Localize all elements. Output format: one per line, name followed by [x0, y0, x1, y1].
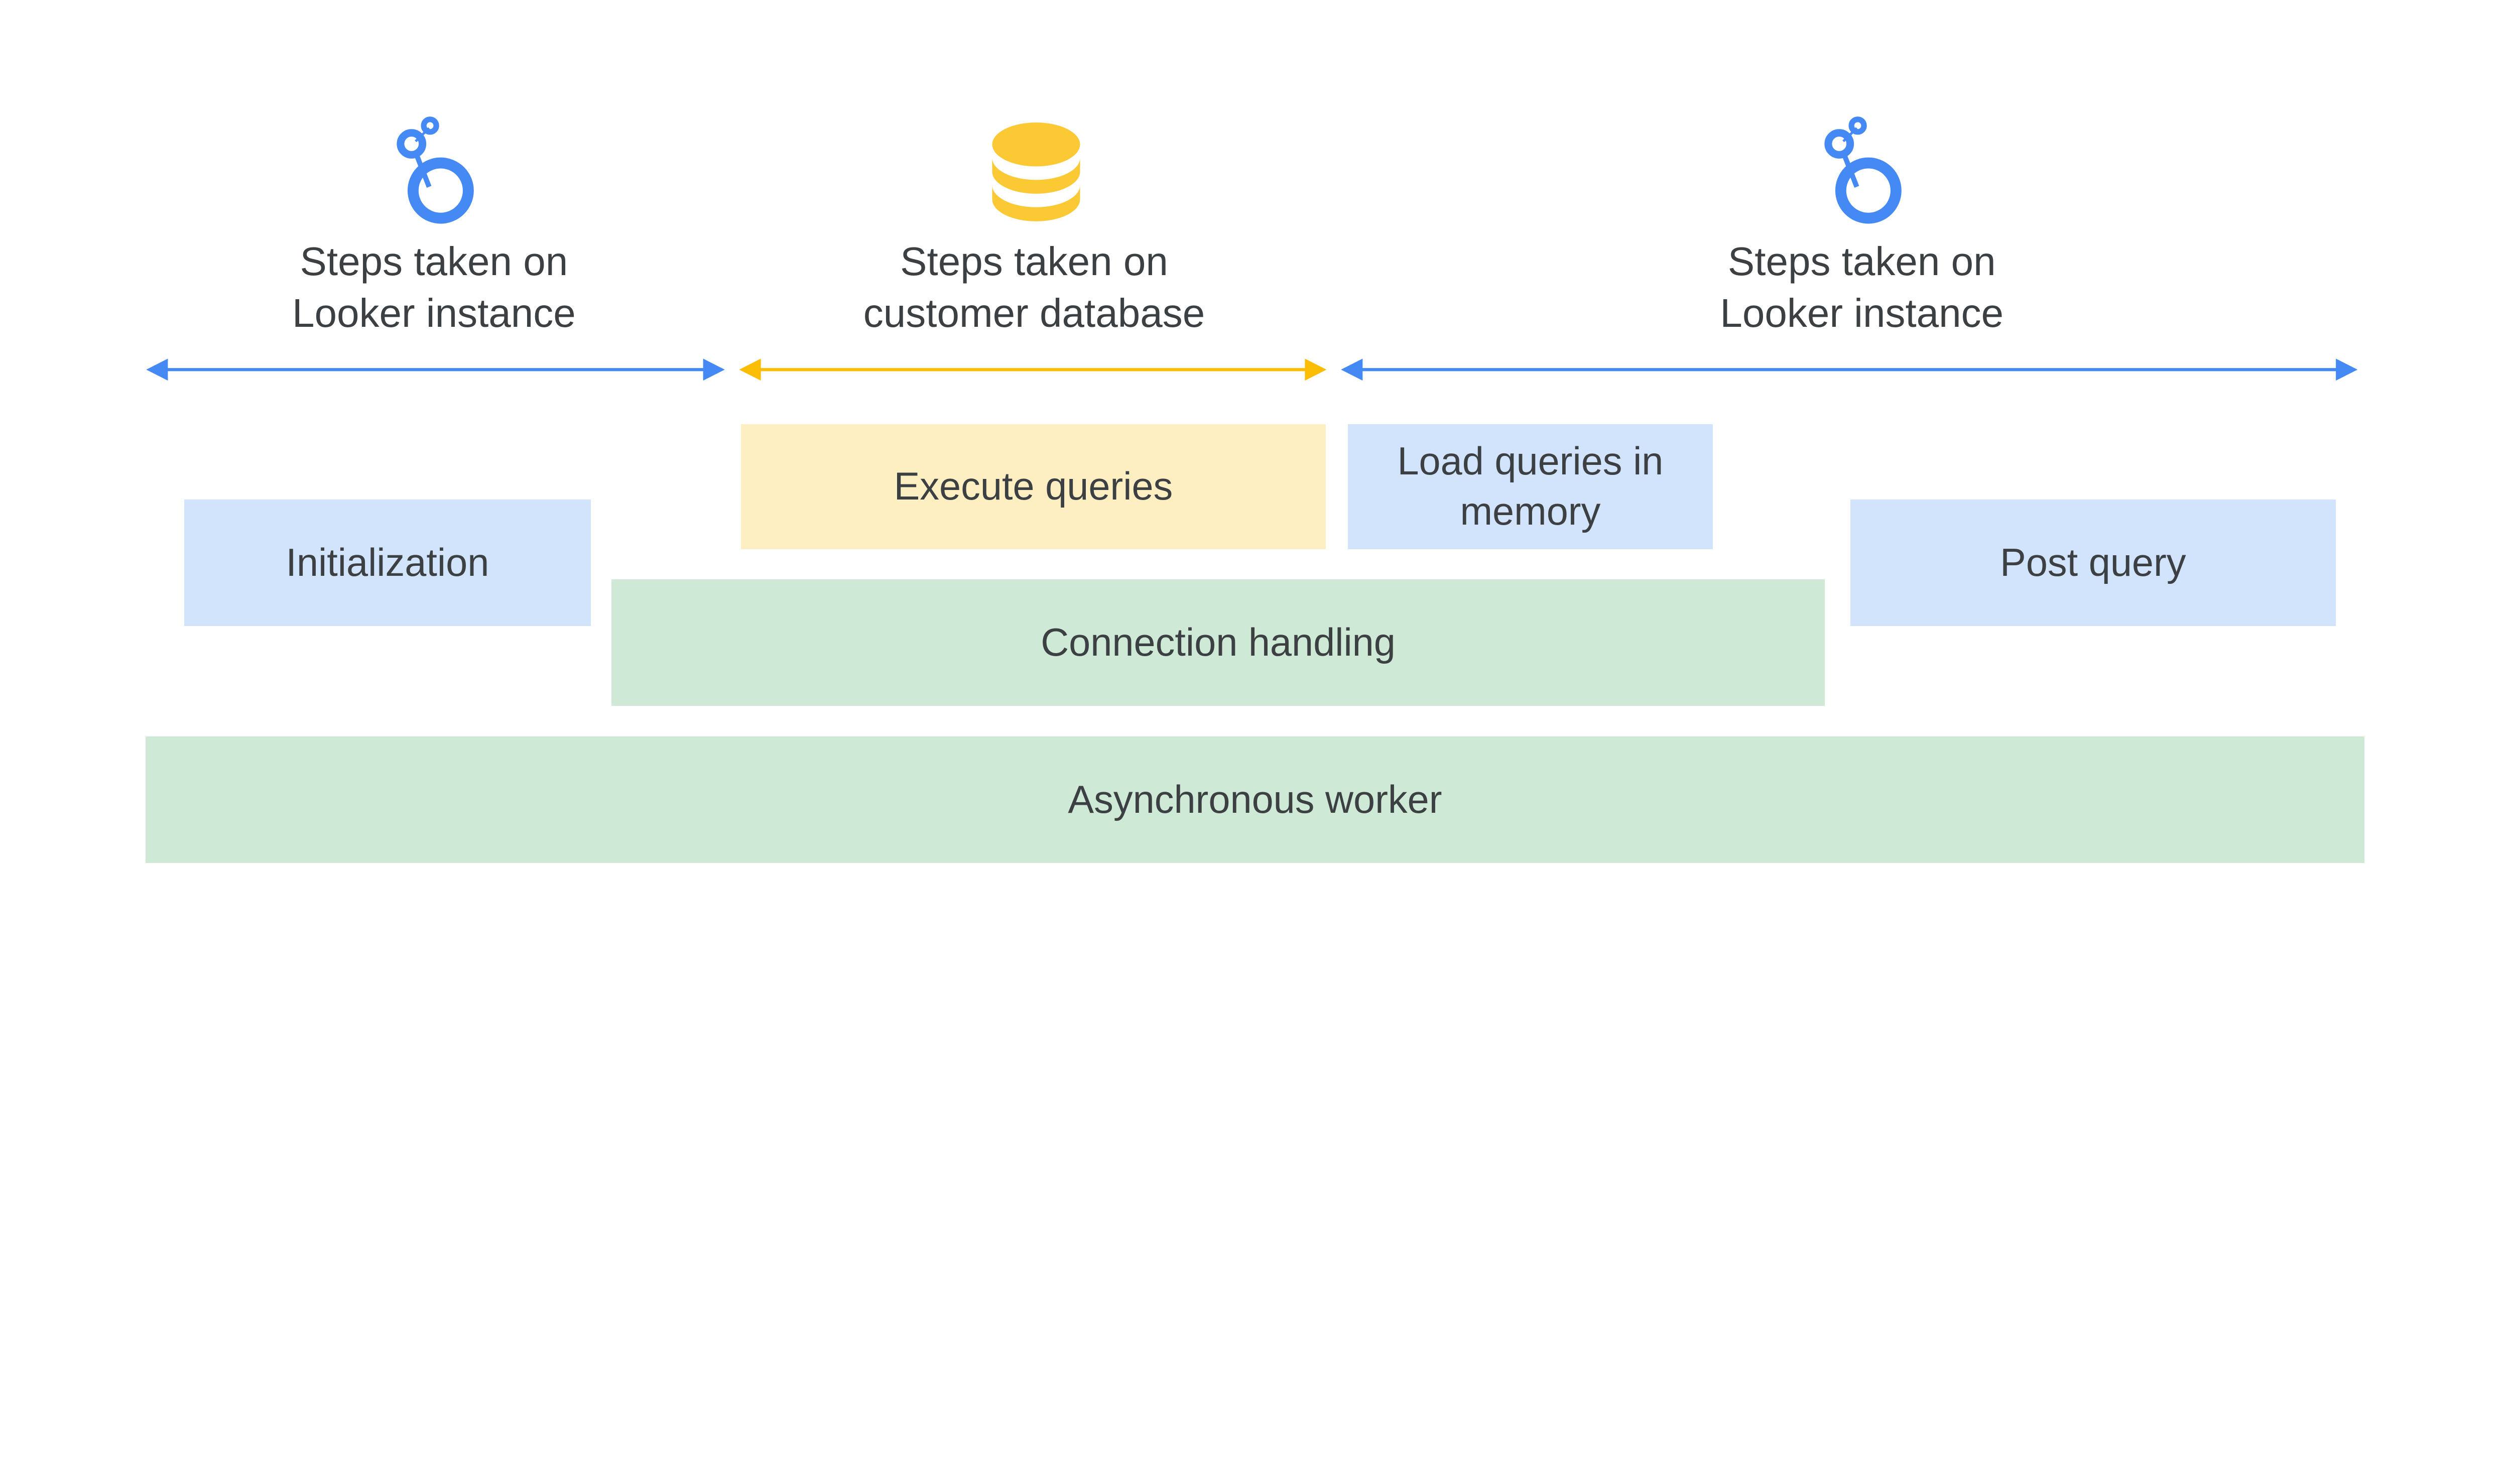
looker-logo-icon	[397, 116, 474, 224]
looker-logo-icon	[1824, 116, 1902, 224]
box-label: Post query	[2000, 541, 2186, 584]
looker-span-arrow-1	[146, 358, 725, 381]
load-queries-box: Load queries in memory	[1348, 424, 1713, 549]
execute-queries-box: Execute queries	[741, 424, 1326, 549]
section-header-database: Steps taken on customer database	[783, 235, 1285, 339]
box-label: Asynchronous worker	[1068, 778, 1442, 821]
section-header-looker-1: Steps taken on Looker instance	[183, 235, 685, 339]
connection-handling-box: Connection handling	[611, 579, 1825, 706]
database-icon	[992, 122, 1080, 221]
header-line-2: customer database	[863, 290, 1205, 335]
looker-span-arrow-2	[1341, 358, 2358, 381]
box-label-line-2: memory	[1460, 490, 1601, 534]
section-header-looker-2: Steps taken on Looker instance	[1611, 235, 2113, 339]
header-line-1: Steps taken on	[300, 238, 568, 284]
box-label: Execute queries	[894, 465, 1173, 509]
header-line-2: Looker instance	[1720, 290, 2004, 335]
asynchronous-worker-box: Asynchronous worker	[146, 736, 2364, 863]
header-line-2: Looker instance	[292, 290, 576, 335]
initialization-box: Initialization	[184, 500, 591, 626]
header-line-1: Steps taken on	[1727, 238, 1996, 284]
post-query-box: Post query	[1850, 500, 2336, 626]
box-label-line-1: Load queries in	[1397, 440, 1664, 483]
header-line-1: Steps taken on	[900, 238, 1168, 284]
box-label: Connection handling	[1041, 621, 1396, 665]
box-label: Initialization	[286, 541, 489, 584]
database-span-arrow	[739, 358, 1327, 381]
